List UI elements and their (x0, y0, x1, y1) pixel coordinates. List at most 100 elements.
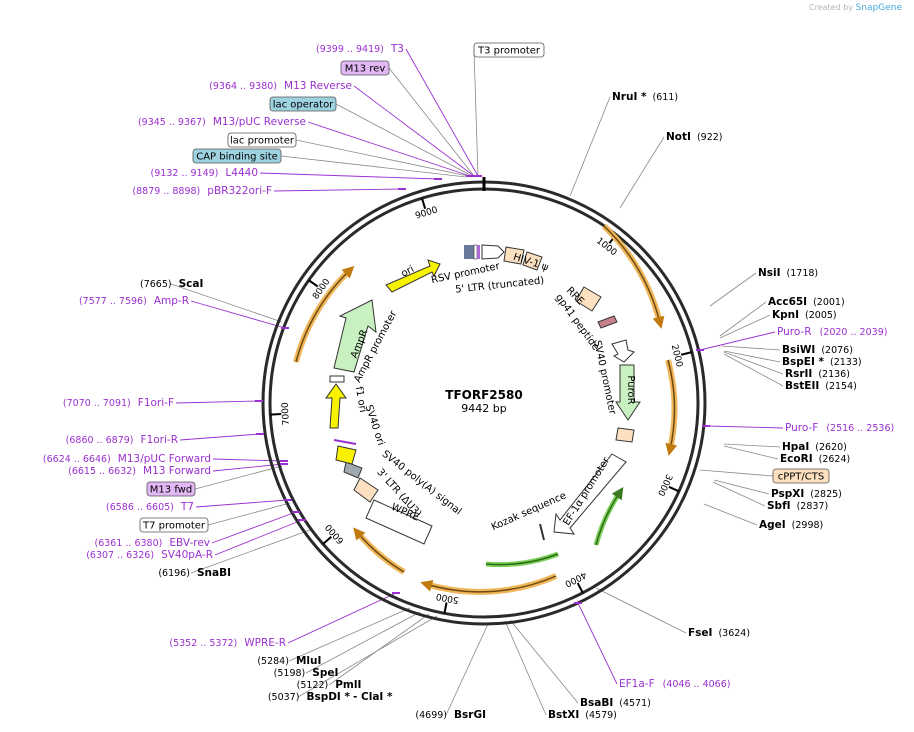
inner-feature-label: PuroR (625, 375, 636, 404)
gp41-peptide (597, 315, 618, 329)
primer-label: EF1a-F (4046 .. 4066) (619, 678, 730, 690)
site-position: (2133) (830, 357, 862, 368)
site-leader (723, 445, 779, 460)
site-label: AgeI(2998) (759, 519, 823, 531)
feature-box (227, 132, 297, 148)
site-leader (305, 611, 421, 674)
feature-leader (295, 139, 469, 177)
site-position: (2624) (819, 454, 851, 465)
site-position: (1718) (787, 268, 819, 279)
site-name: MluI (296, 655, 321, 667)
primer-leader (405, 48, 479, 177)
site-name: BsrGI (454, 709, 486, 721)
primer-range: (9364 .. 9380) (209, 81, 280, 92)
tick-mark (443, 602, 448, 614)
site-label: (4699) BsrGI (415, 709, 486, 721)
primer-range: (7577 .. 7596) (79, 296, 150, 307)
wpre-box (365, 499, 433, 545)
tick-mark (270, 413, 282, 416)
primer-range: (8879 .. 8898) (132, 186, 203, 197)
site-position: (2825) (810, 489, 842, 500)
primer-range: (4046 .. 4066) (663, 679, 731, 690)
site-label: HpaI(2620) (782, 441, 847, 453)
site-label: RsrII(2136) (785, 368, 850, 380)
ampr-arrow (333, 299, 377, 373)
feature-box (340, 60, 390, 76)
feature-leader (280, 155, 467, 178)
primer-leader (175, 400, 260, 404)
primer-label: (6624 .. 6646) M13/pUC Forward (43, 453, 211, 465)
primer-label: (5352 .. 5372) WPRE-R (169, 637, 286, 649)
primer-name: Puro-F (785, 422, 818, 434)
site-name: EcoRI (780, 453, 813, 465)
site-label: PspXI (2825) (771, 488, 842, 500)
site-name: SpeI (312, 667, 338, 679)
snapgene-credit: Created by SnapGene (809, 3, 902, 13)
primer-leader (307, 121, 471, 177)
primer-name: EF1a-F (619, 678, 655, 690)
site-name: NotI (666, 131, 691, 143)
site-name: PspXI (771, 488, 804, 500)
site-label: (5284) MluI (257, 655, 321, 667)
inner-feature-label: f1 ori (353, 386, 368, 414)
inner-feature-label: ori (399, 264, 416, 280)
sv40-ori-box (335, 445, 357, 465)
site-name: HpaI (782, 441, 809, 453)
primer-leader (353, 85, 475, 177)
site-label: BsiWI (2076) (782, 344, 853, 356)
site-leader (712, 481, 766, 507)
site-label: BstEII(2154) (785, 380, 857, 392)
tick-mark (421, 197, 427, 210)
primer-name: M13 Forward (143, 465, 211, 477)
primer-label: (6615 .. 6632) M13 Forward (68, 465, 211, 477)
site-name: FseI (688, 627, 712, 639)
primer-labels: (9399 .. 9419) T3(9364 .. 9380) M13 Reve… (43, 43, 894, 690)
site-position: (5198) (274, 668, 309, 679)
site-name: SbfI (767, 500, 791, 512)
tick-label: 4000 (563, 569, 588, 589)
site-name: BsiWI (782, 344, 815, 356)
primer-range: (6361 .. 6380) (94, 538, 165, 549)
site-label: NotI(922) (666, 131, 722, 143)
primer-label: (8879 .. 8898) pBR322ori-F (132, 185, 272, 197)
primer-label: (7577 .. 7596) Amp-R (79, 295, 189, 307)
gp41-box (575, 286, 602, 312)
ampr-promoter-box (329, 375, 345, 383)
primer-leader (287, 592, 397, 644)
site-leader (569, 96, 611, 197)
site-position: (2136) (818, 369, 850, 380)
site-label: BsaBI(4571) (580, 697, 651, 709)
primer-range: (2020 .. 2039) (820, 327, 888, 338)
ori-arrow (385, 259, 441, 293)
site-leader (190, 529, 311, 574)
site-position: (7665) (140, 279, 175, 290)
site-position: (2076) (821, 345, 853, 356)
primer-range: (6624 .. 6646) (43, 454, 114, 465)
site-name: BstEII (785, 380, 819, 392)
primer-name: M13 Reverse (284, 80, 352, 92)
feature-leader (473, 49, 479, 177)
feature-leader (699, 469, 774, 477)
feature-box-label: T7 promoter (142, 521, 206, 532)
primer-name: M13/pUC Reverse (213, 116, 306, 128)
site-leader (721, 345, 781, 351)
site-leader (509, 619, 579, 704)
site-leader (719, 301, 767, 337)
site-leader (719, 314, 771, 339)
site-name: BstXI (548, 709, 579, 721)
site-name: BsaBI (580, 697, 613, 709)
site-label: (7665) ScaI (140, 278, 203, 290)
site-position: (2005) (805, 310, 837, 321)
site-label: EcoRI (2624) (780, 453, 850, 465)
primer-leader (212, 458, 285, 462)
site-position: (4699) (415, 710, 450, 721)
primer-range: (9132 .. 9149) (151, 168, 222, 179)
primer-name: F1ori-F (138, 397, 174, 409)
primer-name: WPRE-R (244, 637, 286, 649)
site-name: AgeI (759, 519, 786, 531)
feature-box-label: lac promoter (230, 136, 295, 147)
site-leader (595, 587, 687, 634)
primer-range: (7070 .. 7091) (63, 398, 134, 409)
sv40-polya-box (353, 477, 379, 503)
